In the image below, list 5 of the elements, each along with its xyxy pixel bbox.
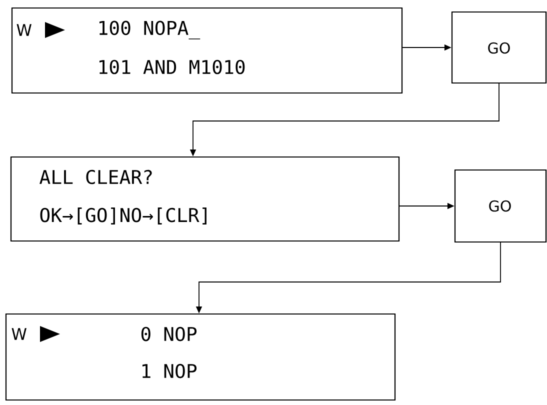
key-box: GO: [454, 169, 547, 243]
display-box: W 100 NOPA_ 101 AND M1010: [11, 7, 403, 94]
display-box: ALL CLEAR? OK→[GO]NO→[CLR]: [10, 156, 400, 242]
display-box: W 0 NOP 1 NOP: [5, 313, 396, 401]
key-box: GO: [451, 11, 547, 84]
